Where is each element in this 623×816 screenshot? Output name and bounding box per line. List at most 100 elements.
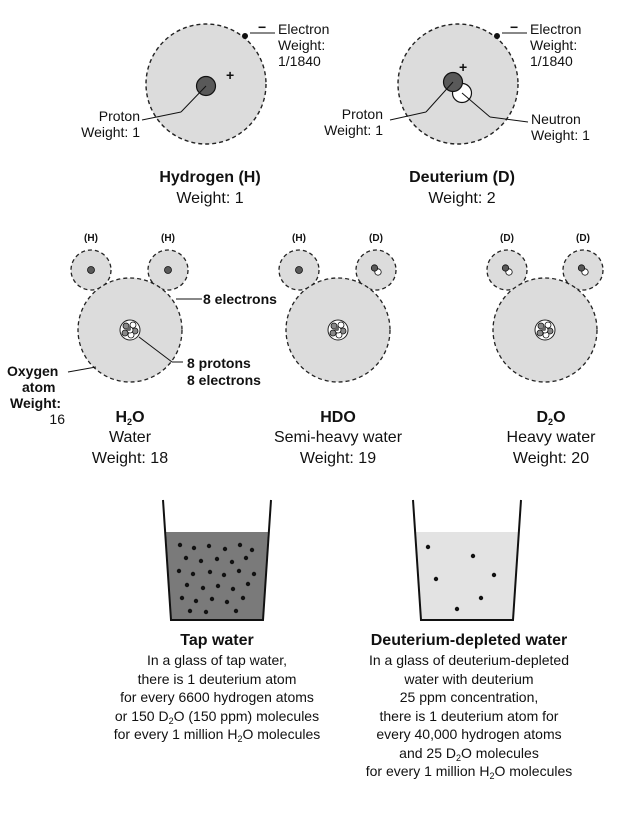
water-molecule-dot <box>230 586 236 592</box>
hydrogen-proton-charge: + <box>226 67 235 83</box>
d2o-d-tag-left: (D) <box>500 233 514 244</box>
d2o-d-tag-right: (D) <box>576 233 590 244</box>
hdo-weight: Weight: 19 <box>299 450 377 467</box>
water-molecule-dot <box>237 542 243 548</box>
water-molecule-dot <box>198 558 204 564</box>
water-molecule-dot <box>177 542 183 548</box>
tap-water-line: for every 6600 hydrogen atoms <box>120 689 314 705</box>
ddw-glass <box>412 499 522 621</box>
h2o-weight: Weight: 18 <box>91 450 169 467</box>
deuterium-neutron-label: Neutron <box>531 111 581 127</box>
ddw-line: every 40,000 hydrogen atoms <box>376 726 562 742</box>
ddw-line: 25 ppm concentration, <box>399 689 539 705</box>
water-molecule-dot <box>215 583 221 589</box>
hdo-molecule <box>278 249 397 383</box>
ddw-title: Deuterium-depleted water <box>370 632 568 649</box>
water-molecule-dot <box>191 545 197 551</box>
ddw-line: for every 1 million H2O molecules <box>365 763 573 781</box>
oxygen-weight-value: 16 <box>49 411 65 427</box>
nucleus-protons-label: 8 protons <box>187 355 251 371</box>
water-molecule-dot <box>245 581 251 587</box>
oxygen-label: Oxygen <box>7 363 59 379</box>
ddw-line: In a glass of deuterium-depleted <box>368 652 569 668</box>
water-molecule-dot <box>203 609 209 615</box>
water-molecule-dot <box>183 555 189 561</box>
h2o-oxygen-nucleus <box>119 319 141 341</box>
water-molecule-dot <box>184 582 190 588</box>
ddw-line: water with deuterium <box>404 670 534 687</box>
h2o-formula: H2O <box>115 409 145 427</box>
water-molecule-dot <box>240 595 246 601</box>
deuterium-neutron-weight: Weight: 1 <box>531 127 590 143</box>
water-molecule-dot <box>221 572 227 578</box>
water-molecule-dot <box>190 571 196 577</box>
nucleus-electrons-label: 8 electrons <box>187 372 261 388</box>
d2o-weight: Weight: 20 <box>512 450 590 467</box>
deuterium-proton-weight: Weight: 1 <box>324 122 383 138</box>
hydrogen-proton-label: Proton <box>98 108 140 124</box>
hydrogen-electron-weight-value: 1/1840 <box>278 53 321 69</box>
ddw-description: Deuterium-depleted water In a glass of d… <box>322 631 616 781</box>
deuterium-proton-label: Proton <box>341 106 383 122</box>
water-molecule-dot <box>214 556 220 562</box>
h2o-molecule <box>67 249 202 383</box>
oxygen-weight-label: Weight: <box>10 395 62 411</box>
deuterium-weight: Weight: 2 <box>428 190 496 207</box>
water-molecule-dot <box>470 553 476 559</box>
tap-water-line: for every 1 million H2O molecules <box>113 726 321 744</box>
hdo-h-tag: (H) <box>292 233 306 244</box>
water-molecule-dot <box>187 608 193 614</box>
hydrogen-atom <box>141 23 275 145</box>
hydrogen-electron-weight: Weight: <box>278 37 326 53</box>
water-molecule-dot <box>491 572 497 578</box>
tap-water-glass <box>162 499 272 621</box>
ddw-line: there is 1 deuterium atom for <box>379 707 559 724</box>
h2o-h-tag-right: (H) <box>161 233 175 244</box>
water-molecule-dot <box>224 599 230 605</box>
d2o-formula: D2O <box>536 409 566 427</box>
tap-water-line: or 150 D2O (150 ppm) molecules <box>114 707 320 726</box>
water-molecule-dot <box>179 595 185 601</box>
ddw-line: and 25 D2O molecules <box>399 744 539 763</box>
deuterium-electron-charge: − <box>510 19 519 35</box>
shell-electrons-label: 8 electrons <box>203 291 277 307</box>
deuterium-proton-charge: + <box>459 59 468 75</box>
water-molecule-dot <box>425 544 431 550</box>
tap-water-description: Tap water In a glass of tap water, there… <box>70 631 364 744</box>
hydrogen-proton-weight: Weight: 1 <box>81 124 140 140</box>
water-molecule-dot <box>209 596 215 602</box>
h2o-h-tag-left: (H) <box>84 233 98 244</box>
hydrogen-title: Hydrogen (H) <box>159 169 261 186</box>
hdo-name: Semi-heavy water <box>273 429 403 446</box>
water-molecule-dot <box>251 571 257 577</box>
deuterium-title: Deuterium (D) <box>409 169 515 186</box>
d2o-name: Heavy water <box>506 429 596 446</box>
water-molecule-dot <box>193 598 199 604</box>
water-molecule-dot <box>249 547 255 553</box>
water-molecule-dot <box>243 555 249 561</box>
tap-water-title: Tap water <box>180 632 254 649</box>
tap-glass-outline <box>162 499 272 621</box>
ddw-glass-outline <box>412 499 522 621</box>
hydrogen-electron-charge: − <box>258 19 267 35</box>
hydrogen-electron-label: Electron <box>278 21 330 37</box>
deuterium-atom <box>389 23 529 145</box>
deuterium-electron-weight: Weight: <box>530 37 578 53</box>
water-molecule-dot <box>433 576 439 582</box>
deuterium-electron-weight-value: 1/1840 <box>530 53 573 69</box>
hydrogen-weight: Weight: 1 <box>176 190 244 207</box>
tap-water-line: In a glass of tap water, <box>146 652 288 668</box>
water-molecule-dot <box>454 606 460 612</box>
water-molecule-dot <box>229 559 235 565</box>
deuterium-electron-label: Electron <box>530 21 582 37</box>
water-molecule-dot <box>207 569 213 575</box>
h2o-name: Water <box>108 429 152 446</box>
water-molecule-dot <box>233 608 239 614</box>
deuterium-electron <box>494 33 500 39</box>
oxygen-atom-label: atom <box>22 379 56 395</box>
water-molecule-dot <box>176 568 182 574</box>
hdo-formula: HDO <box>320 409 356 426</box>
water-molecule-dot <box>200 585 206 591</box>
